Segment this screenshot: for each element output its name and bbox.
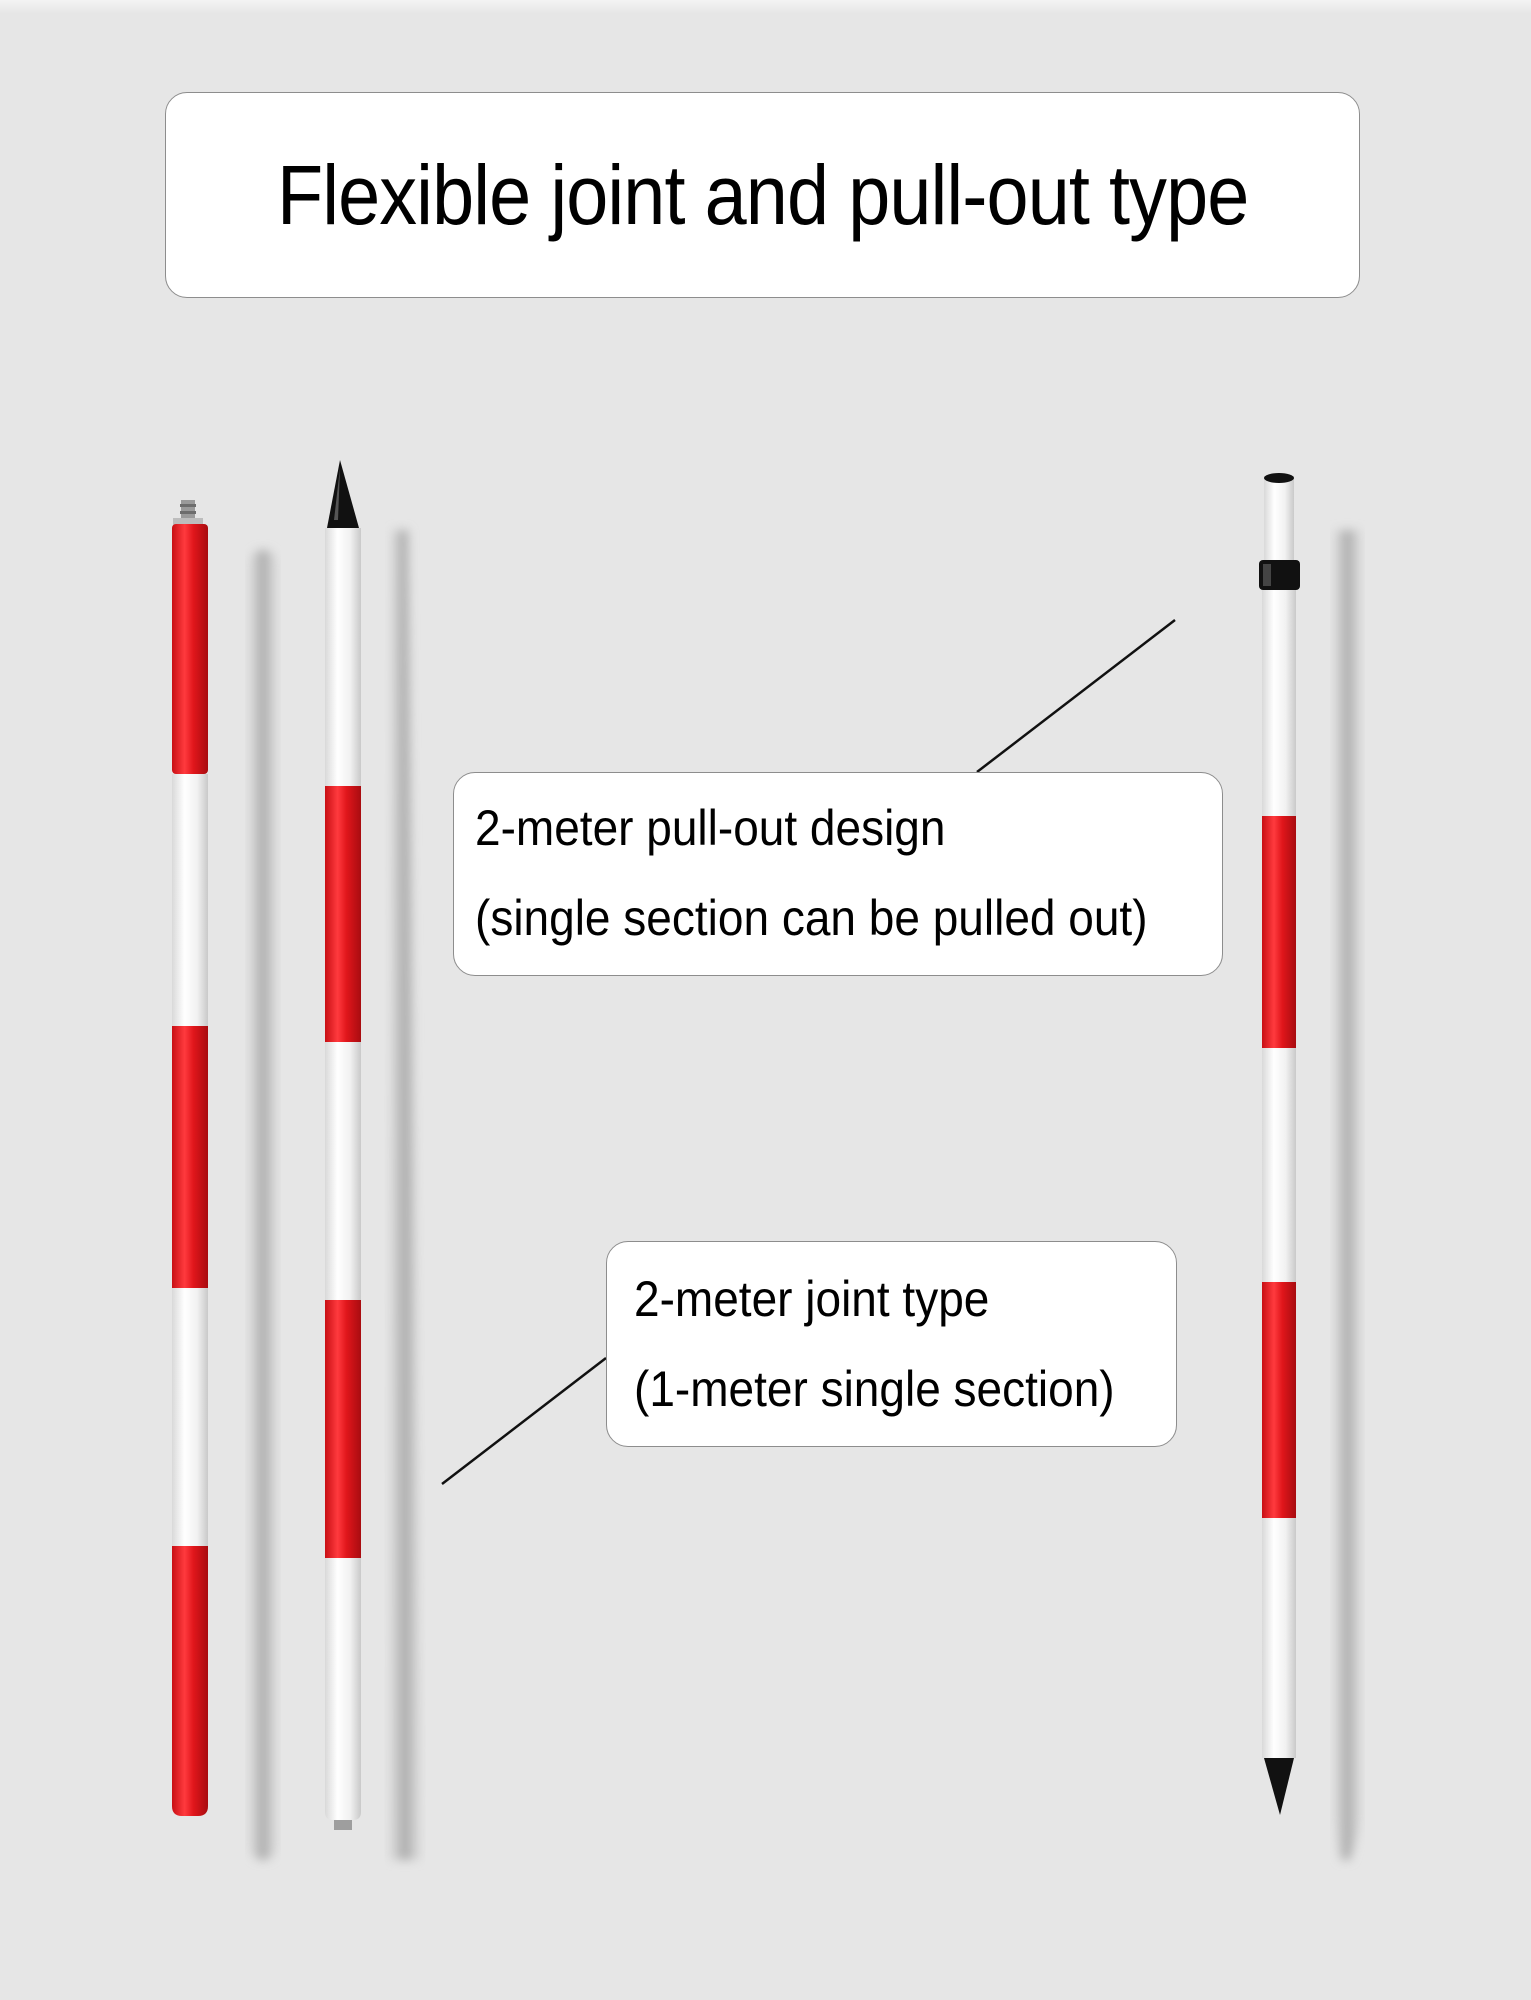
page-title: Flexible joint and pull-out type	[276, 147, 1249, 242]
title-box: Flexible joint and pull-out type	[165, 92, 1360, 298]
joint-callout-line1: 2-meter joint type	[634, 1271, 990, 1327]
pullout-leader-line	[976, 619, 1176, 773]
pole-2-pointed-top	[325, 460, 361, 1830]
pole-3-pullout-type	[1259, 473, 1300, 1815]
pole-3-shadow	[1333, 530, 1362, 1860]
pullout-callout: 2-meter pull-out design (single section …	[453, 772, 1223, 976]
pole-1-joint-type	[172, 500, 208, 1816]
top-light-band	[0, 0, 1531, 14]
joint-callout: 2-meter joint type (1-meter single secti…	[606, 1241, 1177, 1447]
pullout-callout-line2: (single section can be pulled out)	[475, 890, 1148, 946]
joint-leader-line	[441, 1357, 607, 1485]
joint-callout-line2: (1-meter single section)	[634, 1361, 1115, 1417]
pullout-callout-line1: 2-meter pull-out design	[475, 800, 946, 856]
pole-1-shadow	[248, 550, 278, 1860]
pole-2-shadow	[388, 530, 422, 1860]
